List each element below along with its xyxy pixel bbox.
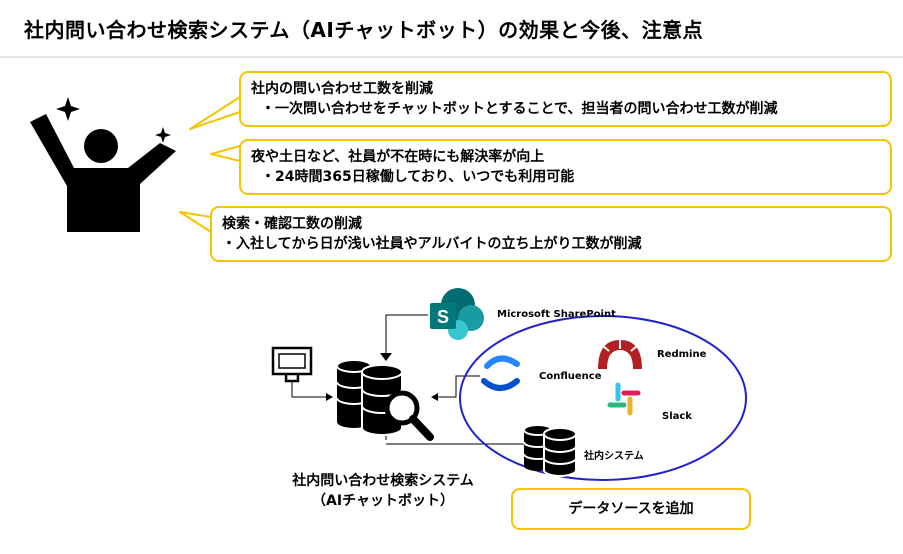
sharepoint-icon: S bbox=[430, 288, 484, 340]
arrow-head-icon bbox=[380, 353, 392, 361]
effect-callout-1: 社内の問い合わせ工数を削減 ・一次問い合わせをチャットボットとすることで、担当者… bbox=[239, 71, 892, 127]
effect-detail: ・24時間365日稼働しており、いつでも利用可能 bbox=[261, 169, 575, 185]
connector-lines bbox=[291, 314, 535, 445]
system-subtitle: （AIチャットボット） bbox=[312, 493, 454, 509]
page-title: 社内問い合わせ検索システム（AIチャットボット）の効果と今後、注意点 bbox=[24, 18, 704, 42]
sparkle-icon bbox=[56, 97, 80, 121]
arrow-head-icon bbox=[326, 393, 333, 401]
system-caption: 社内問い合わせ検索システム （AIチャットボット） bbox=[268, 471, 498, 511]
effect-callout-3: 検索・確認工数の削減 ・入社してから日が浅い社員やアルバイトの立ち上がり工数が削… bbox=[210, 206, 892, 262]
effect-callout-2: 夜や土日など、社員が不在時にも解決率が向上 ・24時間365日稼働しており、いつ… bbox=[239, 139, 892, 195]
title-divider bbox=[0, 56, 903, 58]
redmine-label: Redmine bbox=[657, 349, 707, 360]
internal-database-icon bbox=[523, 424, 577, 477]
effect-heading: 社内の問い合わせ工数を削減 bbox=[251, 81, 433, 97]
effect-detail: ・一次問い合わせをチャットボットとすることで、担当者の問い合わせ工数が削減 bbox=[261, 101, 778, 117]
slack-label: Slack bbox=[662, 411, 692, 422]
computer-monitor-icon bbox=[271, 346, 313, 383]
slack-icon bbox=[607, 382, 641, 416]
effect-heading: 検索・確認工数の削減 bbox=[222, 216, 362, 232]
internal-system-label: 社内システム bbox=[584, 451, 644, 462]
effect-heading: 夜や土日など、社員が不在時にも解決率が向上 bbox=[251, 149, 545, 165]
add-data-source-box: データソースを追加 bbox=[511, 488, 751, 530]
callout-tail bbox=[179, 211, 212, 233]
callout-tail bbox=[189, 96, 241, 130]
database-search-icon bbox=[336, 359, 434, 441]
data-sources-ellipse bbox=[459, 315, 747, 481]
confluence-icon bbox=[481, 355, 520, 391]
confluence-label: Confluence bbox=[539, 371, 602, 382]
svg-text:S: S bbox=[437, 307, 449, 327]
system-name: 社内問い合わせ検索システム bbox=[292, 473, 474, 489]
callout-tail bbox=[210, 145, 241, 162]
celebrating-person-icon bbox=[30, 114, 176, 232]
redmine-icon bbox=[598, 338, 642, 369]
arrow-head-icon bbox=[431, 393, 438, 401]
effect-detail: ・入社してから日が浅い社員やアルバイトの立ち上がり工数が削減 bbox=[222, 236, 642, 252]
sparkle-icon bbox=[155, 127, 171, 143]
sharepoint-label: Microsoft SharePoint bbox=[497, 309, 616, 320]
